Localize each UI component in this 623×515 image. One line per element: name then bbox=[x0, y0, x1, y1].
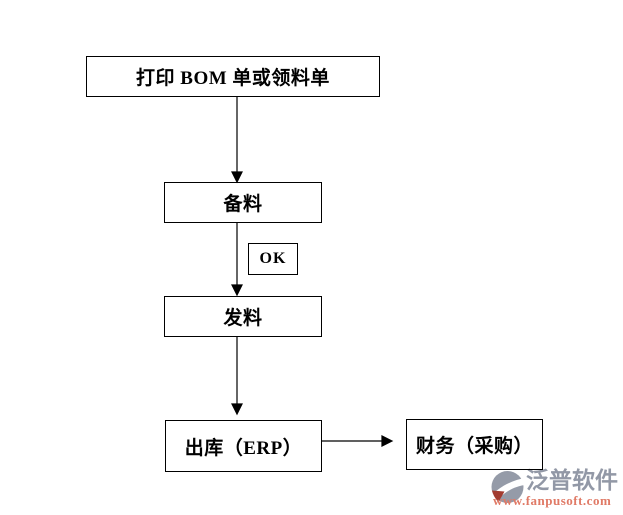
fanpusoft-url-text: www.fanpusoft.com bbox=[493, 493, 612, 508]
node-stock-out-erp: 出库（ERP） bbox=[165, 420, 322, 472]
node-finance-purchase: 财务（采购） bbox=[406, 419, 543, 470]
node-prepare-material: 备料 bbox=[164, 182, 322, 223]
arrow-issue-to-stockout bbox=[231, 337, 243, 416]
node-ok-flag-label: OK bbox=[259, 250, 287, 267]
node-finance-purchase-label: 财务（采购） bbox=[415, 436, 533, 457]
node-issue-material: 发料 bbox=[164, 296, 322, 337]
arrow-stockout-to-finance bbox=[322, 435, 394, 447]
arrow-prepare-to-issue bbox=[231, 223, 243, 297]
fanpusoft-watermark: 泛普软件 www.fanpusoft.com bbox=[488, 466, 620, 512]
node-print-bom-label: 打印 BOM 单或领料单 bbox=[136, 68, 330, 89]
fanpusoft-brand-text: 泛普软件 bbox=[526, 467, 618, 493]
arrow-print-to-prepare bbox=[231, 97, 243, 184]
node-ok-flag: OK bbox=[248, 243, 298, 275]
fanpusoft-logo-icon bbox=[490, 471, 526, 505]
node-stock-out-erp-label: 出库（ERP） bbox=[184, 437, 303, 459]
node-print-bom: 打印 BOM 单或领料单 bbox=[86, 56, 380, 97]
node-issue-material-label: 发料 bbox=[223, 308, 263, 329]
node-prepare-material-label: 备料 bbox=[223, 194, 263, 215]
